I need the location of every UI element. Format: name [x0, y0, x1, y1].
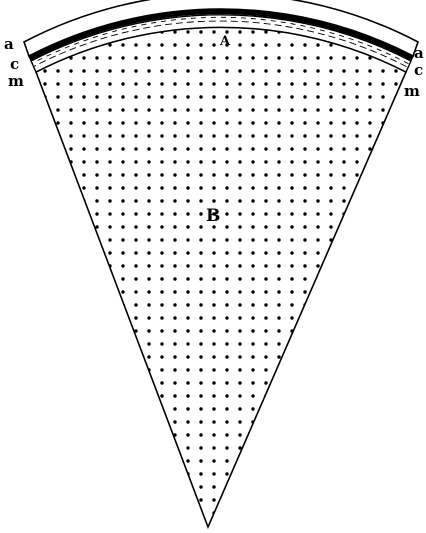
label-a-right: a — [414, 44, 424, 62]
label-c-right: c — [414, 61, 423, 79]
core-region-b — [36, 27, 406, 527]
label-m-left: m — [8, 72, 24, 90]
label-m-right: m — [404, 82, 420, 100]
label-b-center: B — [206, 206, 220, 226]
label-c-left: c — [10, 55, 19, 73]
label-a-center: A — [219, 34, 231, 49]
label-a-left: a — [4, 35, 14, 53]
